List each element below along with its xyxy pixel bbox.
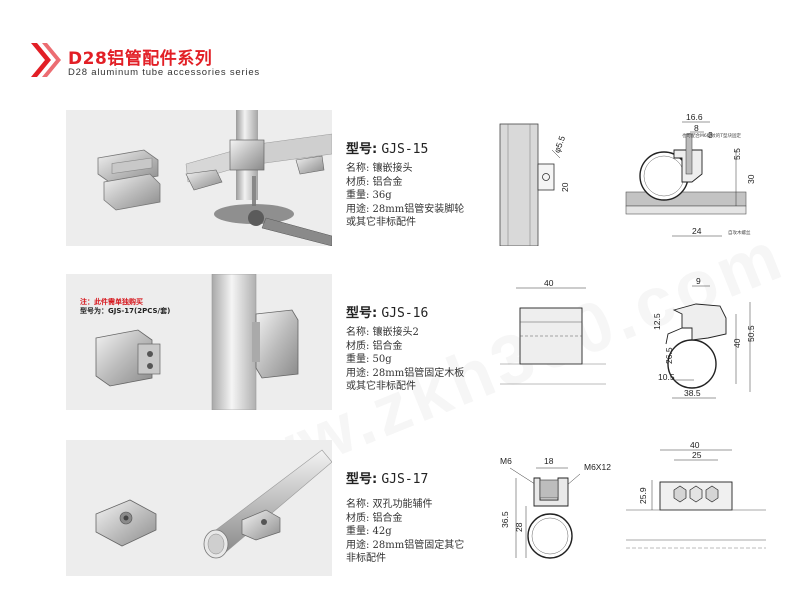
dim-bottom-width: 38.5 — [684, 388, 701, 398]
connector-photo-icon — [95, 449, 332, 559]
dim-front-width: 40 — [690, 440, 700, 450]
dim-mid: 26.5 — [664, 347, 674, 364]
double-chevron-logo-icon — [31, 43, 61, 77]
page-header: D28铝管配件系列 D28 aluminum tube accessories … — [28, 40, 428, 84]
dim-top-lip: 9 — [696, 276, 701, 286]
dim-hole-spacing: 25 — [692, 450, 702, 460]
spec-name: 名称: 镶嵌接头 — [346, 163, 413, 174]
dim-thread-right: M6X12 — [584, 462, 611, 472]
connector-photo-icon — [95, 274, 299, 410]
dim-lip: 3 — [708, 130, 713, 140]
spec-usage: 用途: 28mm铝管固定其它 — [346, 539, 465, 551]
dim-hole: φ5.5 — [552, 134, 567, 154]
spec-name: 名称: 双孔功能辅件 — [346, 499, 433, 510]
dim-front-height: 25.9 — [638, 487, 648, 504]
spec-weight: 重量: 50g — [346, 354, 392, 365]
product-photo — [66, 110, 332, 246]
dim-bottom-width: 24 — [692, 226, 702, 236]
drawing-svg: φ5.5 20 16.6 8 3 5.5 30 24 也可配合M6螺纹的T型块固… — [499, 112, 756, 247]
photo-note-line2: 型号为：GJS-17(2PCS/套) — [80, 307, 171, 315]
dim-width-top: 16.6 — [686, 112, 703, 122]
product-specs: 名称: 镶嵌接头 材质: 铝合金 重量: 36g 用途: 28mm铝管安装脚轮 … — [346, 162, 496, 230]
spec-usage-extra: 非标配件 — [346, 553, 386, 564]
page-subtitle: D28 aluminum tube accessories series — [68, 67, 260, 78]
spec-usage: 用途: 28mm铝管固定木板 — [346, 367, 465, 379]
dim-block-height: 20 — [560, 182, 570, 192]
spec-name: 名称: 镶嵌接头2 — [346, 327, 419, 338]
spec-material: 材质: 铝合金 — [346, 512, 403, 524]
technical-drawing: 40 9 12.5 26.5 40 50.5 10.5 38.5 — [496, 274, 766, 410]
model-number: 型号: GJS-17 — [346, 472, 429, 487]
product-specs: 名称: 双孔功能辅件 材质: 铝合金 重量: 42g 用途: 28mm铝管固定其… — [346, 498, 496, 566]
spec-material: 材质: 铝合金 — [346, 340, 403, 352]
dim-total-height: 50.5 — [746, 325, 756, 342]
product-row-gjs-17: 型号: GJS-17 名称: 双孔功能辅件 材质: 铝合金 重量: 42g 用途… — [66, 440, 766, 576]
product-photo: 注：此件需单独购买 型号为：GJS-17(2PCS/套) — [66, 274, 332, 410]
product-specs: 名称: 镶嵌接头2 材质: 铝合金 重量: 50g 用途: 28mm铝管固定木板… — [346, 326, 496, 394]
dim-offset: 10.5 — [658, 372, 675, 382]
dim-front-width: 40 — [544, 278, 554, 288]
product-row-gjs-16: 注：此件需单独购买 型号为：GJS-17(2PCS/套) 型号: GJS-16 … — [66, 274, 766, 410]
dim-inner-height: 40 — [732, 338, 742, 348]
dim-slot: 8 — [694, 123, 699, 133]
drawing-svg: M6 18 M6X12 36.5 28 40 25 — [500, 440, 766, 559]
dim-total-height: 36.5 — [500, 511, 510, 528]
dim-thread-left: M6 — [500, 456, 512, 466]
spec-material: 材质: 铝合金 — [346, 176, 403, 188]
technical-drawing: φ5.5 20 16.6 8 3 5.5 30 24 也可配合M6螺纹的T型块固… — [496, 110, 766, 247]
drawing-note-screw: 自攻木螺丝 — [728, 229, 751, 236]
product-photo — [66, 440, 332, 576]
spec-weight: 重量: 42g — [346, 526, 392, 537]
product-row-gjs-15: 型号: GJS-15 名称: 镶嵌接头 材质: 铝合金 重量: 36g 用途: … — [66, 110, 766, 247]
model-number: 型号: GJS-15 — [346, 142, 429, 157]
model-number: 型号: GJS-16 — [346, 306, 429, 321]
page-title: D28铝管配件系列 — [68, 49, 213, 69]
dim-upper: 12.5 — [652, 313, 662, 330]
spec-usage: 用途: 28mm铝管安装脚轮 — [346, 203, 465, 215]
technical-drawing: M6 18 M6X12 36.5 28 40 25 — [496, 440, 766, 576]
spec-usage-extra: 或其它非标配件 — [346, 381, 416, 392]
dim-spacing: 18 — [544, 456, 554, 466]
connector-photo-icon — [97, 110, 332, 246]
drawing-svg: 40 9 12.5 26.5 40 50.5 10.5 38.5 — [500, 276, 756, 399]
dim-tube: 28 — [514, 522, 524, 532]
dim-lip-height: 5.5 — [732, 148, 742, 160]
drawing-note-t-block: 也可配合M6螺纹的T型块固定 — [682, 132, 741, 139]
photo-note-line1: 注：此件需单独购买 — [80, 298, 143, 306]
photo-note: 注：此件需单独购买 型号为：GJS-17(2PCS/套) — [80, 298, 170, 316]
spec-weight: 重量: 36g — [346, 190, 392, 201]
dim-height: 30 — [746, 174, 756, 184]
spec-usage-extra: 或其它非标配件 — [346, 217, 416, 228]
